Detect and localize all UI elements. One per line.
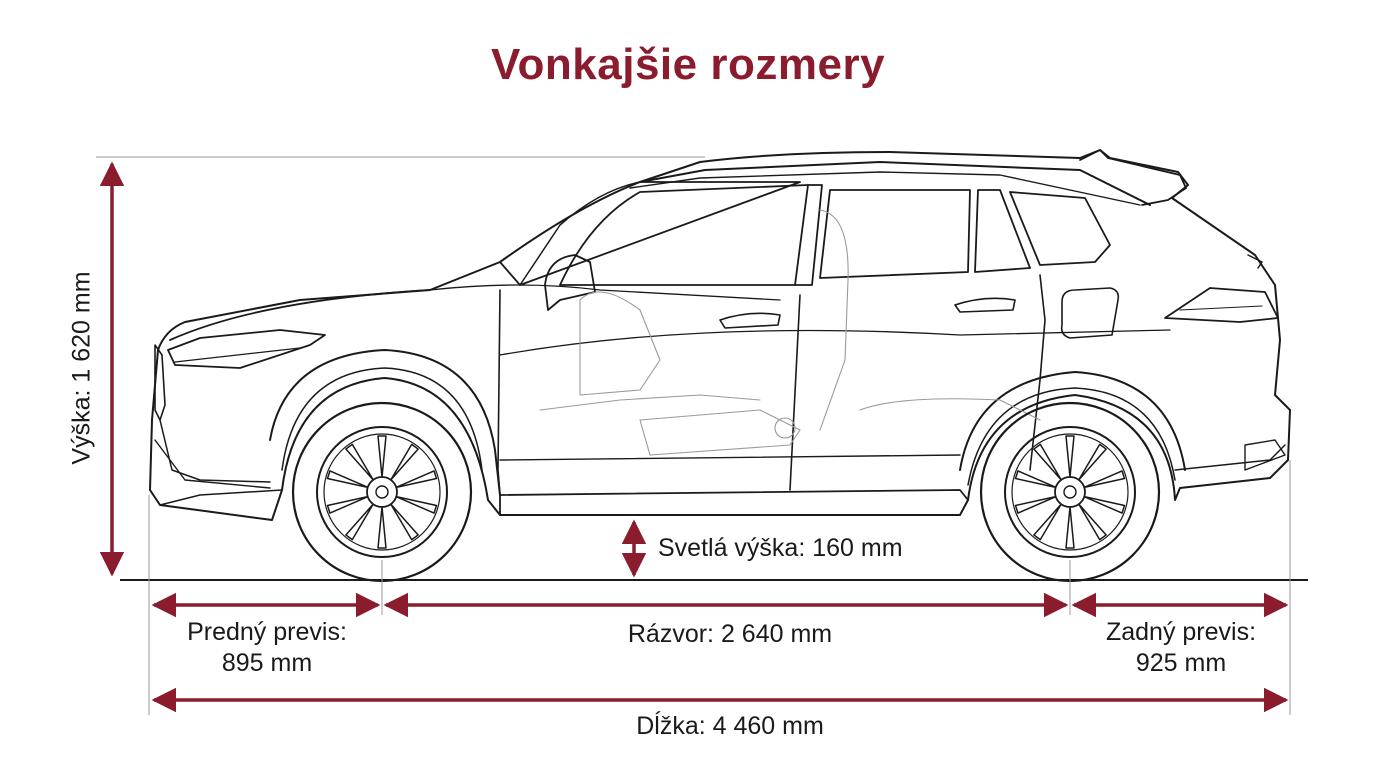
rear-door-handle (954, 297, 1016, 313)
rear-spoiler (1079, 149, 1187, 206)
rear-overhang-value: 925 mm (1135, 649, 1227, 677)
headlight (167, 329, 326, 369)
diagram-title: Vonkajšie rozmery (490, 40, 886, 89)
front-overhang-label: Predný previs: 895 mm (152, 617, 382, 679)
ground-clearance-label: Svetlá výška: 160 mm (658, 534, 903, 562)
height-label: Výška: 1 620 mm (67, 271, 96, 465)
rear-overhang-label: Zadný previs: 925 mm (1070, 617, 1292, 679)
front-overhang-title: Predný previs: (187, 618, 347, 646)
rear-wheel (979, 401, 1161, 583)
taillight (1164, 287, 1279, 323)
front-door-handle (719, 312, 781, 329)
wheelbase-label: Rázvor: 2 640 mm (627, 620, 833, 648)
front-overhang-value: 895 mm (221, 649, 313, 677)
length-label: Dĺžka: 4 460 mm (636, 712, 824, 740)
side-mirror (544, 254, 596, 311)
car-side-view (149, 149, 1291, 583)
front-wheel (291, 401, 473, 583)
fuel-cap (1060, 287, 1120, 339)
front-grille (154, 344, 166, 421)
rear-overhang-title: Zadný previs: (1105, 618, 1257, 646)
